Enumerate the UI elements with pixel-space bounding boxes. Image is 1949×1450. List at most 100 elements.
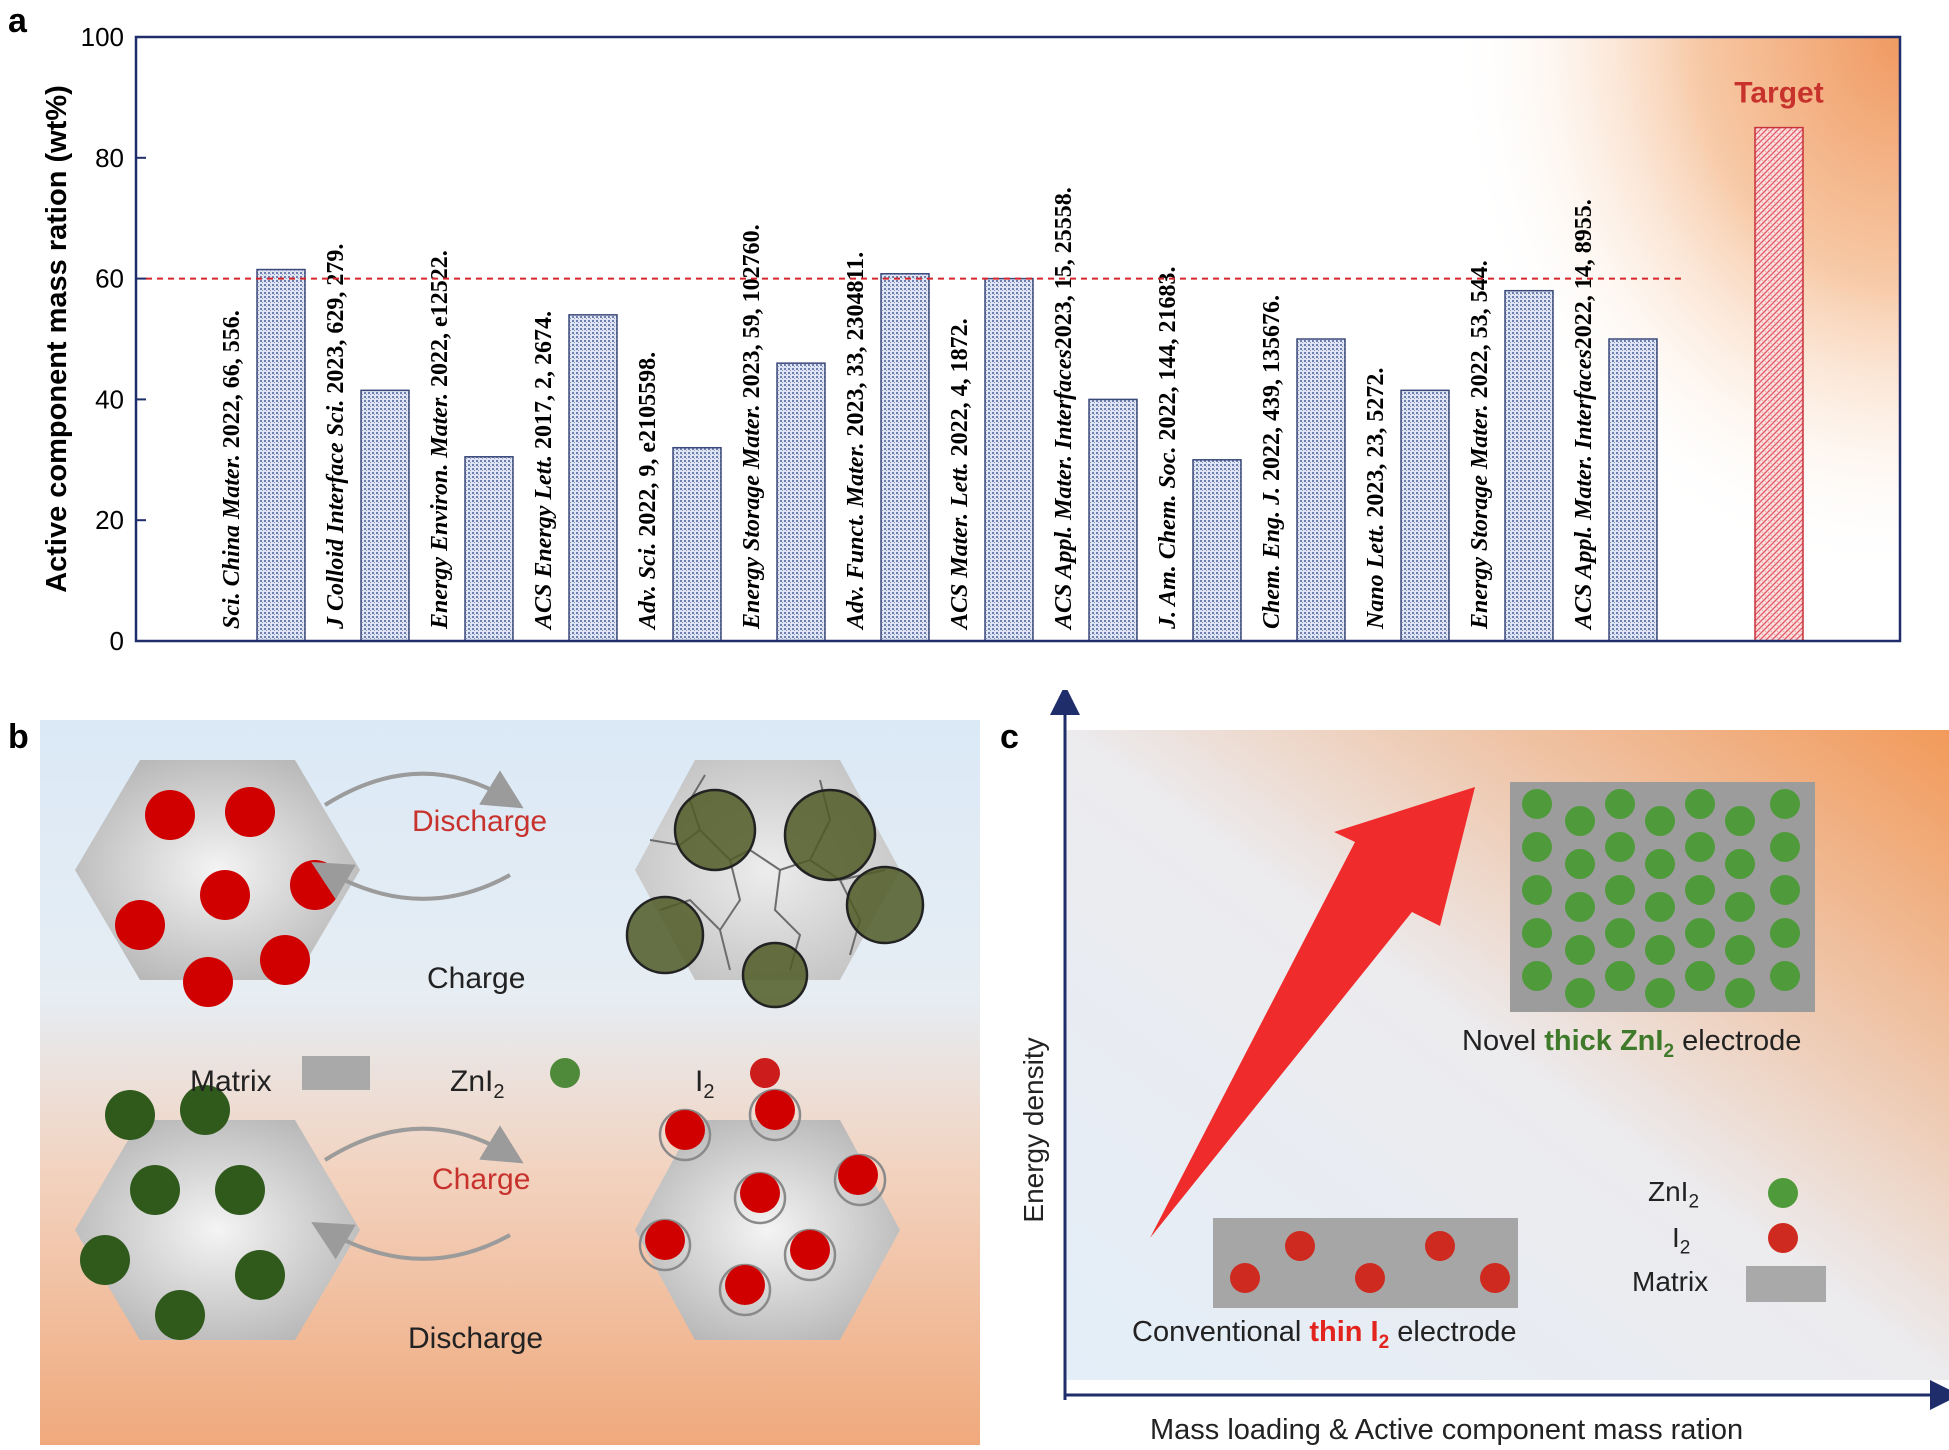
x-axis-label-c: Mass loading & Active component mass rat… xyxy=(1150,1414,1744,1446)
arrow-discharge-bottom xyxy=(311,1221,511,1261)
legend-c-matrix-label: Matrix xyxy=(1632,1266,1709,1297)
bar-label: J Colloid Interface Sci. 2023, 629, 279. xyxy=(323,244,349,630)
legend-znI2-dot xyxy=(550,1058,580,1088)
bar-label: Adv. Sci. 2022, 9, e2105598. xyxy=(635,352,661,631)
znI2-dot xyxy=(1605,789,1635,819)
thick-electrode-znI2 xyxy=(1522,789,1800,1008)
arrow-discharge-top xyxy=(323,770,524,809)
arrow-charge-top xyxy=(311,861,511,901)
label-charge-bottom: Charge xyxy=(432,1163,531,1196)
legend-znI2-label: ZnI2 xyxy=(450,1065,505,1103)
znI2-dot xyxy=(1565,849,1595,879)
plot-frame xyxy=(134,35,1902,643)
bar-label: ACS Mater. Lett. 2022, 4, 1872. xyxy=(947,318,973,631)
bar-label: Energy Environ. Mater. 2022, e12522. xyxy=(427,250,453,630)
znI2-dot xyxy=(1565,978,1595,1008)
conventional-electrode-label: Conventional thin I2 electrode xyxy=(1132,1316,1517,1353)
znI2-dot xyxy=(1725,849,1755,879)
legend-i2-dot xyxy=(750,1058,780,1088)
bar xyxy=(1088,398,1138,642)
znI2-dot xyxy=(1605,875,1635,905)
y-tick-label: 20 xyxy=(95,505,124,535)
bar xyxy=(1504,289,1554,642)
znI2-dot xyxy=(1645,935,1675,965)
znI2-dot xyxy=(1522,875,1552,905)
arrow-charge-bottom xyxy=(323,1125,524,1164)
znI2-dot xyxy=(1605,961,1635,991)
legend-matrix-swatch xyxy=(302,1056,370,1090)
znI2-dot xyxy=(1770,918,1800,948)
bar xyxy=(256,268,306,642)
znI2-dot xyxy=(1605,918,1635,948)
hexagon-i2-bottom xyxy=(635,1120,900,1340)
znI2-particles-bottom xyxy=(80,1085,285,1340)
znI2-dot xyxy=(1685,961,1715,991)
label-discharge-top: Discharge xyxy=(412,805,548,838)
novel-electrode-label: Novel thick ZnI2 electrode xyxy=(1462,1025,1802,1062)
label-discharge-bottom: Discharge xyxy=(408,1322,544,1355)
znI2-dot xyxy=(1770,789,1800,819)
big-arrow xyxy=(1150,787,1475,1238)
znI2-dot xyxy=(1522,789,1552,819)
bar-label: Nano Lett. 2023, 23, 5272. xyxy=(1363,368,1389,630)
znI2-dot xyxy=(1685,789,1715,819)
bar-label: Adv. Funct. Mater. 2023, 33, 2304811. xyxy=(843,252,869,631)
legend-i2-label: I2 xyxy=(695,1065,715,1103)
bar xyxy=(1608,338,1658,642)
y-tick-label: 80 xyxy=(95,143,124,173)
znI2-dot xyxy=(1685,918,1715,948)
bar xyxy=(464,456,514,642)
znI2-dot xyxy=(1770,832,1800,862)
bar xyxy=(984,277,1034,642)
thin-electrode-i2 xyxy=(1230,1231,1510,1293)
panel-b xyxy=(40,720,980,1445)
znI2-dot xyxy=(1522,961,1552,991)
znI2-dot xyxy=(1685,875,1715,905)
znI2-dot xyxy=(1522,832,1552,862)
y-axis-label: Active component mass ration (wt%) xyxy=(41,85,73,593)
bar-label: Energy Storage Mater. 2022, 53, 544. xyxy=(1467,260,1493,630)
y-tick-label: 40 xyxy=(95,384,124,414)
legend-c-i2-dot xyxy=(1768,1223,1798,1253)
panel-b-letter: b xyxy=(8,718,29,756)
bar-label: Energy Storage Mater. 2023, 59, 102760. xyxy=(739,224,765,630)
znI2-dot xyxy=(1565,892,1595,922)
bar-label: ACS Appl. Mater. Interfaces2022, 14, 895… xyxy=(1571,199,1597,631)
y-tick-label: 100 xyxy=(81,22,124,52)
bar-label: Chem. Eng. J. 2022, 439, 135676. xyxy=(1259,295,1285,629)
thin-electrode-matrix xyxy=(1213,1218,1518,1308)
target-label: Target xyxy=(1734,77,1823,110)
znI2-dot xyxy=(1725,892,1755,922)
legend-c-znI2-dot xyxy=(1768,1178,1798,1208)
y-tick-label: 60 xyxy=(95,264,124,294)
legend-matrix-label: Matrix xyxy=(190,1065,272,1098)
bar xyxy=(880,273,930,642)
znI2-dot xyxy=(1565,935,1595,965)
znI2-dot xyxy=(1522,918,1552,948)
bar xyxy=(1296,338,1346,642)
znI2-dot xyxy=(1685,832,1715,862)
znI2-dot xyxy=(1725,935,1755,965)
bar xyxy=(1192,459,1242,642)
znI2-dot xyxy=(1645,892,1675,922)
panel-c-letter: c xyxy=(1000,718,1019,756)
znI2-dot xyxy=(1605,832,1635,862)
bar-label: ACS Appl. Mater. Interfaces2023, 15, 255… xyxy=(1051,187,1077,631)
znI2-dot xyxy=(1565,806,1595,836)
panel-a-letter: a xyxy=(8,2,27,40)
znI2-dot xyxy=(1725,978,1755,1008)
bar xyxy=(776,362,826,642)
znI2-dot xyxy=(1725,806,1755,836)
znI2-dot xyxy=(1645,849,1675,879)
legend-c-matrix-swatch xyxy=(1746,1266,1826,1302)
y-axis-label-c: Energy density xyxy=(1020,1037,1049,1222)
panel-c: Energy density xyxy=(1020,690,1949,1410)
bar-label: Sci. China Mater. 2022, 66, 556. xyxy=(219,310,245,629)
znI2-dot xyxy=(1770,875,1800,905)
y-tick-label: 0 xyxy=(110,626,124,656)
bar-label: J. Am. Chem. Soc. 2022, 144, 21683. xyxy=(1155,267,1181,630)
label-charge-top: Charge xyxy=(427,962,526,995)
znI2-particles-cracked xyxy=(625,788,925,1009)
bar-label: ACS Energy Lett. 2017, 2, 2674. xyxy=(531,311,557,631)
